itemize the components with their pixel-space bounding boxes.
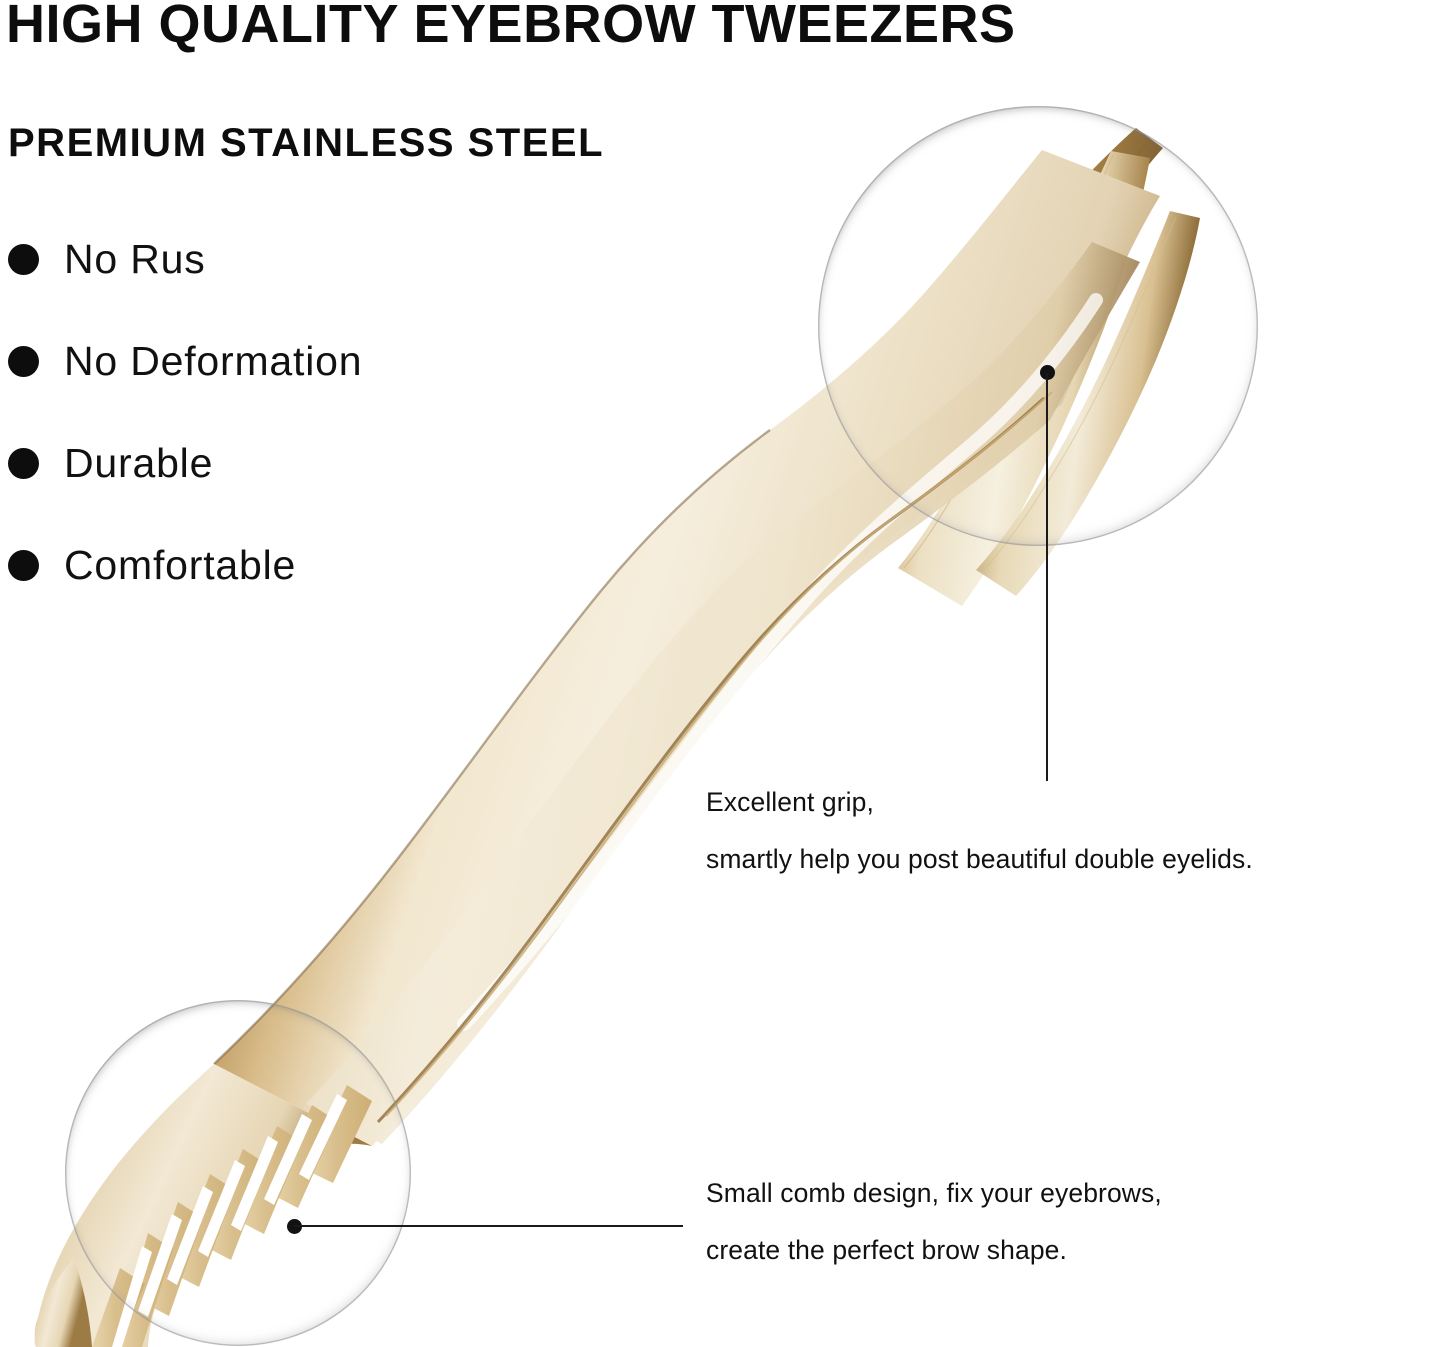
tweezer-tip-rear-texture [981, 216, 1177, 573]
page-title: HIGH QUALITY EYEBROW TWEEZERS [6, 0, 1016, 54]
feature-list: No Rus No Deformation Durable Comfortabl… [8, 208, 568, 616]
tweezer-tip-front [898, 151, 1150, 606]
bullet-dot-icon [8, 243, 39, 275]
feature-label: Comfortable [64, 541, 297, 588]
callout-tips-line2: smartly help you post beautiful double e… [706, 843, 1253, 874]
callout-leader-line-comb [294, 1225, 683, 1227]
comb-teeth-gaps [112, 1094, 347, 1347]
feature-label: Durable [64, 439, 214, 486]
feature-label: No Deformation [64, 337, 363, 384]
callout-dot-tips [1040, 365, 1055, 380]
bullet-dot-icon [8, 549, 39, 581]
callout-text-tips: Excellent grip, smartly help you post be… [706, 789, 1253, 872]
comb-head [34, 1064, 373, 1347]
feature-label: No Rus [64, 235, 206, 282]
page-subtitle: PREMIUM STAINLESS STEEL [8, 121, 605, 165]
comb-teeth [92, 1085, 372, 1347]
magnifier-circle-tips [818, 106, 1258, 546]
callout-text-comb: Small comb design, fix your eyebrows, cr… [706, 1180, 1162, 1263]
feature-item: No Rus [8, 208, 568, 310]
comb-end-nub [34, 1258, 92, 1347]
magnifier-circle-comb [65, 1000, 411, 1346]
tweezer-tip-front-texture [903, 154, 1114, 569]
feature-item: Comfortable [8, 514, 568, 616]
bullet-dot-icon [8, 447, 39, 479]
bullet-dot-icon [8, 345, 39, 377]
callout-leader-line-tips [1046, 373, 1048, 781]
tweezer-tip-rear [976, 211, 1200, 596]
callout-tips-line1: Excellent grip, [706, 787, 874, 817]
callout-comb-line2: create the perfect brow shape. [706, 1234, 1067, 1265]
feature-item: Durable [8, 412, 568, 514]
feature-item: No Deformation [8, 310, 568, 412]
callout-comb-line1: Small comb design, fix your eyebrows, [706, 1178, 1162, 1208]
comb-head-seam [131, 1131, 353, 1347]
